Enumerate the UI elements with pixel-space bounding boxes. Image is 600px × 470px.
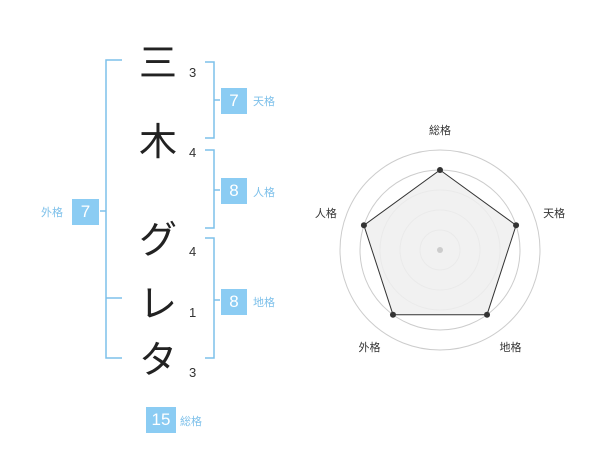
name-char-3: グ xyxy=(138,218,177,262)
tenkaku-value: 7 xyxy=(221,88,247,114)
radar-point-4 xyxy=(389,311,396,318)
name-char-2: 木 xyxy=(138,120,177,164)
jinkaku-value: 8 xyxy=(221,178,247,204)
bracket-lines xyxy=(100,59,220,359)
radar-center xyxy=(437,247,443,253)
stroke-count-2: 4 xyxy=(189,145,197,160)
soukaku-value: 15 xyxy=(146,407,176,433)
radar-area xyxy=(363,169,517,316)
radar-points xyxy=(360,167,520,318)
chikaku-label: 地格 xyxy=(253,296,275,309)
name-char-1: 三 xyxy=(138,41,177,85)
jinkaku-bracket xyxy=(205,149,215,229)
radar-point-5 xyxy=(360,222,367,229)
radar-axis-label-1: 総格 xyxy=(429,123,451,137)
radar-point-1 xyxy=(437,167,443,173)
tenkaku-bracket xyxy=(205,61,215,139)
soukaku-label: 総格 xyxy=(180,415,202,428)
radar-point-2 xyxy=(513,222,520,229)
gaikaku-label: 外格 xyxy=(41,206,63,219)
chikaku-value: 8 xyxy=(221,289,247,315)
stroke-count-3: 4 xyxy=(189,244,197,259)
gaikaku-value: 7 xyxy=(72,199,99,225)
name-char-4: レ xyxy=(138,282,177,326)
stroke-count-4: 1 xyxy=(189,305,197,320)
chikaku-bracket xyxy=(205,237,215,359)
stroke-count-1: 3 xyxy=(189,65,197,80)
radar-point-3 xyxy=(484,311,491,318)
radar-ring-5 xyxy=(339,149,541,351)
radar-axis-label-2: 天格 xyxy=(543,206,565,220)
radar-axis-label-4: 外格 xyxy=(359,340,381,354)
stroke-count-5: 3 xyxy=(189,365,197,380)
name-char-5: タ xyxy=(138,338,177,382)
jinkaku-label: 人格 xyxy=(253,186,275,199)
radar-axis-label-3: 地格 xyxy=(500,340,522,354)
radar-axis-label-5: 人格 xyxy=(315,206,337,220)
tenkaku-label: 天格 xyxy=(253,95,275,108)
outer-bracket xyxy=(105,59,122,359)
